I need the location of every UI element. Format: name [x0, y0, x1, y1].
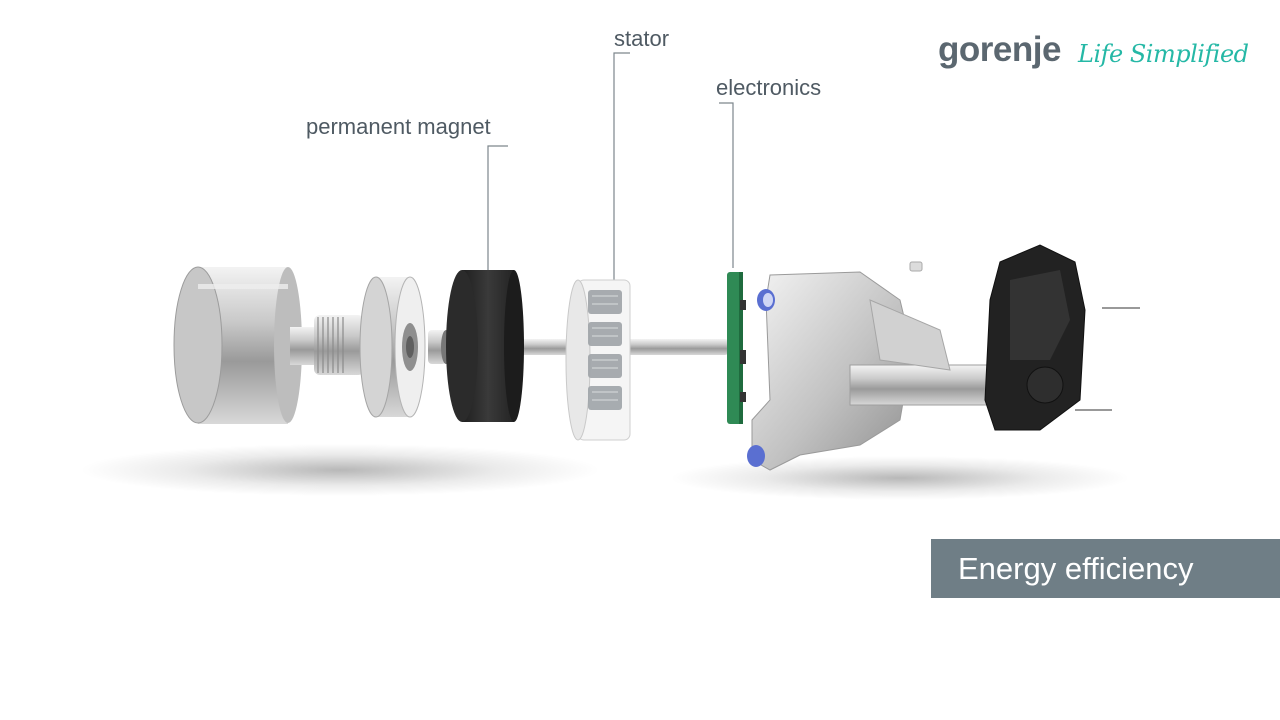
pump-housing	[747, 271, 991, 471]
shadow-left	[80, 444, 600, 496]
label-stator: stator	[614, 26, 670, 51]
label-permanent-magnet: permanent magnet	[306, 114, 491, 139]
banner-text: Energy efficiency	[958, 550, 1194, 586]
leader-lines	[487, 52, 734, 282]
permanent-magnet-ring	[446, 270, 524, 422]
leader-electronics	[719, 102, 734, 268]
threaded-bushing	[290, 315, 364, 375]
black-cover	[984, 244, 1086, 431]
label-electronics: electronics	[716, 75, 822, 100]
screws	[1075, 307, 1140, 411]
electronics-pcb	[727, 272, 746, 424]
stator-core	[565, 279, 631, 441]
leader-permanent-magnet	[487, 145, 508, 270]
energy-efficiency-banner: Energy efficiency	[931, 539, 1280, 598]
flange-disc	[359, 276, 426, 418]
leader-stator	[613, 52, 630, 282]
logo-wordmark: gorenje	[938, 30, 1061, 69]
end-cap	[173, 266, 302, 424]
logo-tagline: Life Simplified	[1078, 40, 1249, 68]
small-pin	[909, 261, 923, 272]
shadow-right	[670, 456, 1130, 500]
